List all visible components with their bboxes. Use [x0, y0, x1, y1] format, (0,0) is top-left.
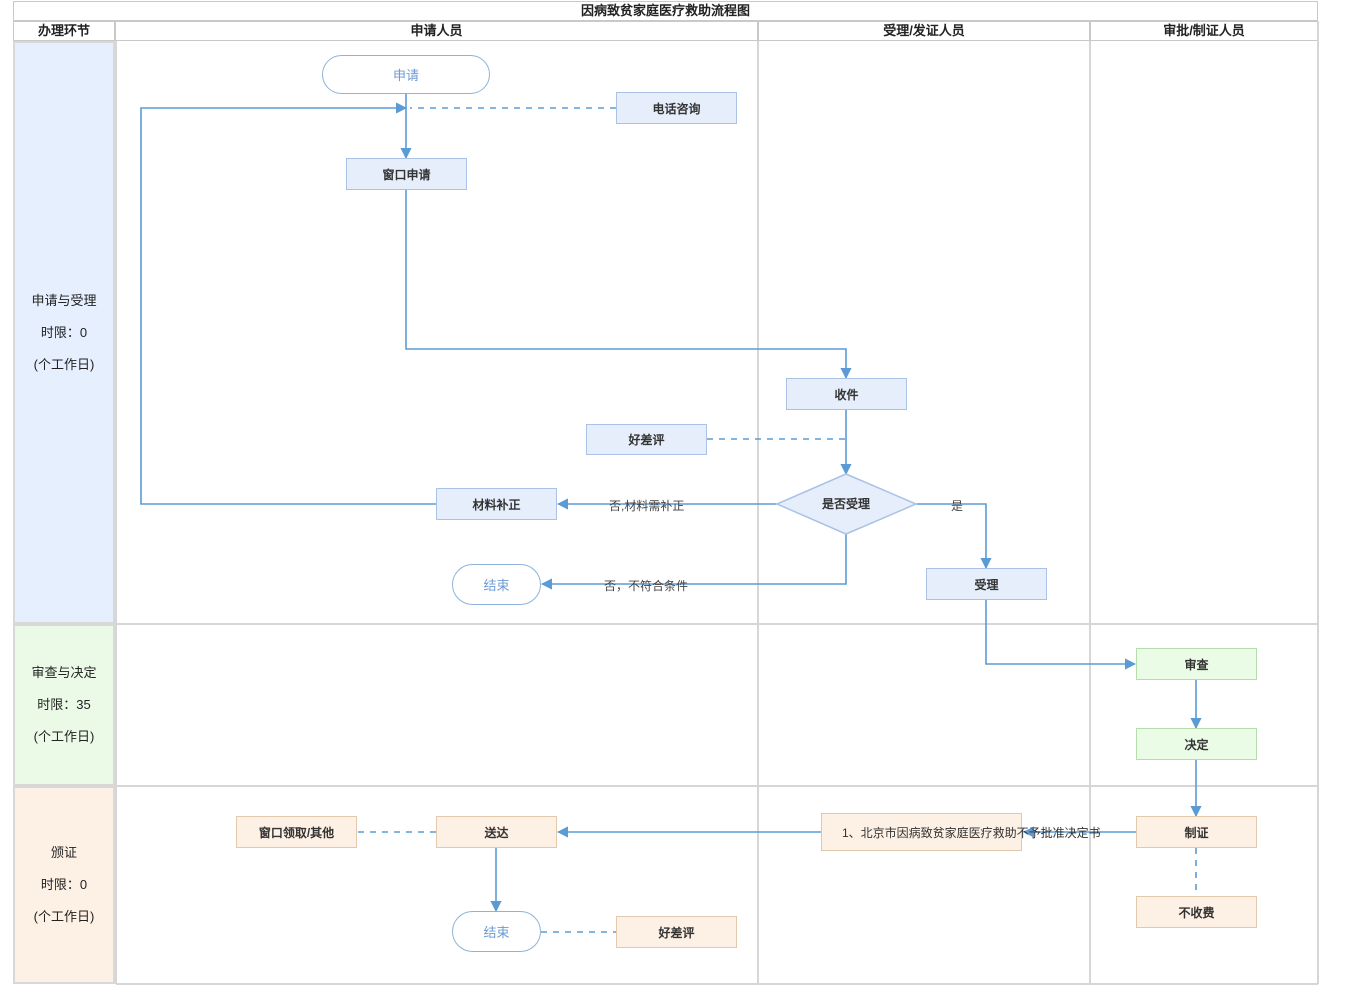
- review-node: 审查: [1136, 648, 1257, 680]
- stage-limit: 时限：35: [37, 697, 91, 712]
- stage-limit: 时限：0: [40, 877, 88, 892]
- lane-grid: [115, 21, 1319, 985]
- rating-node: 好差评: [586, 424, 707, 455]
- phone-consult-node: 电话咨询: [616, 92, 737, 124]
- stage-name: 审查与决定: [31, 665, 97, 680]
- edge-label-not-qualified: 否，不符合条件: [604, 579, 689, 593]
- edge-window-receive: [405, 190, 852, 380]
- accept-node: 受理: [926, 568, 1047, 600]
- edge-decision-accept: [916, 503, 992, 570]
- stage-name: 申请与受理: [31, 292, 97, 308]
- header-acceptor: 受理/发证人员: [758, 21, 1090, 41]
- edge-supplement-loop: [140, 102, 436, 505]
- edge-label-yes: 是: [951, 499, 964, 513]
- supplement-node: 材料补正: [436, 488, 557, 520]
- start-apply-node: 申请: [322, 55, 490, 94]
- stage-unit: (个工作日): [33, 909, 95, 924]
- deliver-node: 送达: [436, 816, 557, 848]
- rejection-document-node: 1、北京市因病致贫家庭医疗救助不予批准决定书: [821, 813, 1101, 851]
- header-applicant: 申请人员: [115, 21, 758, 41]
- stage-apply-accept: 申请与受理 时限：0 (个工作日): [13, 41, 115, 624]
- header-stage: 办理环节: [13, 21, 115, 41]
- end-node-2: 结束: [452, 911, 541, 952]
- stage-unit: (个工作日): [33, 729, 95, 744]
- edge-accept-review: [985, 600, 1137, 670]
- end-node: 结束: [452, 564, 541, 605]
- window-pickup-node: 窗口领取/其他: [236, 816, 357, 848]
- stage-review-decide: 审查与决定 时限：35 (个工作日): [13, 624, 115, 786]
- window-apply-node: 窗口申请: [346, 158, 467, 190]
- edge-decision-end: [540, 534, 847, 590]
- diagram-title: 因病致贫家庭医疗救助流程图: [13, 1, 1318, 21]
- make-cert-node: 制证: [1136, 816, 1257, 848]
- stage-limit: 时限：0: [40, 324, 88, 340]
- edge-label-supplement: 否,材料需补正: [609, 499, 685, 513]
- stage-certificate: 颁证 时限：0 (个工作日): [13, 786, 115, 984]
- header-approver: 审批/制证人员: [1090, 21, 1318, 41]
- stage-unit: (个工作日): [33, 356, 95, 372]
- receive-node: 收件: [786, 378, 907, 410]
- rating-node-2: 好差评: [616, 916, 737, 948]
- decision-diamond: [775, 473, 918, 535]
- stage-name: 颁证: [50, 845, 77, 860]
- decide-node: 决定: [1136, 728, 1257, 760]
- decision-label: 是否受理: [821, 497, 870, 511]
- no-fee-node: 不收费: [1136, 896, 1257, 928]
